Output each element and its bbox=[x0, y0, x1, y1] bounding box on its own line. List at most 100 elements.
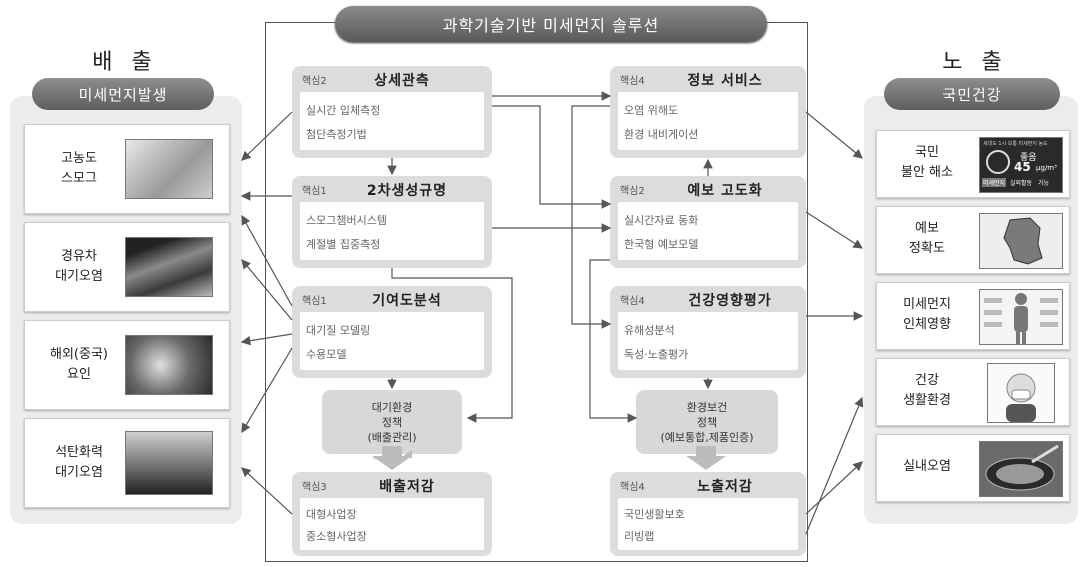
pan-icon bbox=[985, 444, 1059, 491]
core-line: 리빙랩 bbox=[624, 530, 655, 543]
policy-line: (배출관리) bbox=[367, 430, 417, 444]
core-tag: 핵심3 bbox=[302, 482, 327, 493]
korea-map-icon bbox=[1003, 217, 1043, 265]
app-header: 세대도 1시 보통 미세먼지 농도 bbox=[983, 141, 1048, 147]
app-status: 좋음 bbox=[1020, 153, 1037, 163]
core-title: 기여도분석 bbox=[372, 293, 442, 309]
item-label: 예보 정확도 bbox=[909, 221, 945, 256]
core-tag: 핵심2 bbox=[302, 76, 327, 87]
core-health: 핵심4 건강영향평가 유해성분석 독성·노출평가 bbox=[610, 286, 806, 378]
core-title: 예보 고도화 bbox=[687, 183, 763, 199]
diesel-exhaust-photo bbox=[125, 237, 213, 297]
core-title: 건강영향평가 bbox=[688, 293, 772, 309]
left-pill: 미세먼지발생 bbox=[32, 78, 214, 110]
core-tag: 핵심1 bbox=[302, 186, 327, 197]
core-line: 중소형사업장 bbox=[306, 530, 367, 543]
item-label: 경유차 대기오염 bbox=[55, 249, 103, 284]
core-line: 실시간 입체측정 bbox=[306, 104, 381, 117]
air-quality-app: 세대도 1시 보통 미세먼지 농도 좋음 45 μg/m³ 미세먼지 실외활동 … bbox=[979, 137, 1063, 193]
core-line: 오염 위해도 bbox=[624, 104, 679, 117]
app-footer-a: 미세먼지 bbox=[982, 178, 1007, 187]
core-line: 실시간자료 동화 bbox=[624, 214, 699, 227]
core-line: 대기질 모델링 bbox=[306, 324, 371, 337]
core-inner bbox=[300, 312, 484, 370]
app-unit: μg/m³ bbox=[1036, 164, 1057, 172]
satellite-photo bbox=[125, 335, 213, 395]
policy-air: 대기환경 정책 (배출관리) bbox=[322, 390, 462, 454]
child-mask-photo bbox=[987, 363, 1055, 423]
core-exposure: 핵심4 노출저감 국민생활보호 리빙랩 bbox=[610, 472, 806, 556]
right-item-body: 미세먼지 인체영향 bbox=[876, 282, 1070, 350]
core-emission: 핵심3 배출저감 대형사업장 중소형사업장 bbox=[292, 472, 492, 556]
core-observe: 핵심2 상세관측 실시간 입체측정 첨단측정기법 bbox=[292, 66, 492, 158]
policy-health: 환경보건 정책 (예보통합,제품인증) bbox=[636, 390, 778, 454]
policy-line: 대기환경 bbox=[371, 400, 413, 414]
core-inner bbox=[618, 92, 798, 150]
core-tag: 핵심4 bbox=[620, 482, 645, 493]
item-label: 고농도 스모그 bbox=[61, 151, 97, 186]
core-inner bbox=[618, 312, 798, 370]
item-label: 미세먼지 인체영향 bbox=[903, 297, 951, 332]
gauge-icon bbox=[986, 150, 1010, 174]
core-secondary: 핵심1 2차생성규명 스모그챔버시스템 계절별 집중측정 bbox=[292, 176, 492, 268]
core-tag: 핵심1 bbox=[302, 296, 327, 307]
core-inner bbox=[300, 202, 484, 260]
app-footer-b: 실외활동 bbox=[1010, 180, 1033, 187]
core-title: 노출저감 bbox=[697, 479, 753, 495]
policy-line: 환경보건 bbox=[686, 400, 728, 414]
child-mask-icon bbox=[1006, 373, 1036, 422]
core-line: 국민생활보호 bbox=[624, 508, 685, 521]
core-title: 정보 서비스 bbox=[687, 73, 763, 89]
right-item-forecast: 예보 정확도 bbox=[876, 206, 1070, 274]
left-item-smog: 고농도 스모그 bbox=[24, 124, 230, 214]
diagram-title: 과학기술기반 미세먼지 솔루션 bbox=[335, 6, 767, 42]
core-line: 스모그챔버시스템 bbox=[306, 214, 387, 227]
core-tag: 핵심4 bbox=[620, 296, 645, 307]
right-pill: 국민건강 bbox=[884, 78, 1060, 110]
app-value: 45 bbox=[1014, 160, 1031, 174]
core-title: 배출저감 bbox=[379, 479, 435, 495]
item-label: 석탄화력 대기오염 bbox=[55, 445, 103, 480]
app-footer-c: 가능 bbox=[1038, 180, 1050, 187]
korea-map bbox=[979, 213, 1063, 269]
core-inner bbox=[618, 202, 798, 260]
smog-photo bbox=[125, 139, 213, 199]
policy-line: 정책 bbox=[696, 415, 718, 429]
core-title: 2차생성규명 bbox=[366, 183, 448, 199]
item-label: 해외(중국) 요인 bbox=[50, 347, 108, 382]
core-line: 환경 내비게이션 bbox=[624, 128, 699, 141]
policy-line: 정책 bbox=[381, 415, 403, 429]
right-heading: 노 출 bbox=[942, 50, 1008, 75]
left-item-overseas: 해외(중국) 요인 bbox=[24, 320, 230, 410]
core-inner bbox=[300, 92, 484, 150]
right-item-living: 건강 생활환경 bbox=[876, 358, 1070, 426]
left-item-coal: 석탄화력 대기오염 bbox=[24, 418, 230, 508]
body-icon bbox=[984, 293, 1058, 344]
core-line: 대형사업장 bbox=[306, 508, 357, 521]
core-title: 상세관측 bbox=[374, 73, 430, 89]
frying-pan-photo bbox=[979, 441, 1063, 497]
item-label: 건강 생활환경 bbox=[903, 373, 951, 408]
core-line: 한국형 예보모델 bbox=[624, 238, 699, 251]
item-label: 국민 불안 해소 bbox=[901, 145, 953, 180]
left-heading: 배 출 bbox=[92, 50, 158, 75]
core-forecast: 핵심2 예보 고도화 실시간자료 동화 한국형 예보모델 bbox=[610, 176, 806, 268]
item-label: 실내오염 bbox=[903, 459, 951, 474]
core-info: 핵심4 정보 서비스 오염 위해도 환경 내비게이션 bbox=[610, 66, 806, 158]
core-line: 계절별 집중측정 bbox=[306, 238, 381, 251]
right-item-indoor: 실내오염 bbox=[876, 434, 1070, 502]
core-inner bbox=[618, 498, 798, 550]
core-tag: 핵심2 bbox=[620, 186, 645, 197]
core-inner bbox=[300, 498, 484, 550]
core-line: 유해성분석 bbox=[624, 324, 675, 337]
right-item-anxiety: 국민 불안 해소 세대도 1시 보통 미세먼지 농도 좋음 45 μg/m³ 미… bbox=[876, 130, 1070, 198]
core-line: 독성·노출평가 bbox=[624, 348, 689, 361]
left-item-diesel: 경유차 대기오염 bbox=[24, 222, 230, 312]
core-contribution: 핵심1 기여도분석 대기질 모델링 수용모델 bbox=[292, 286, 492, 378]
core-line: 수용모델 bbox=[306, 348, 347, 361]
human-body-diagram bbox=[979, 289, 1063, 345]
core-tag: 핵심4 bbox=[620, 76, 645, 87]
policy-line: (예보통합,제품인증) bbox=[660, 430, 754, 444]
core-line: 첨단측정기법 bbox=[306, 128, 367, 141]
